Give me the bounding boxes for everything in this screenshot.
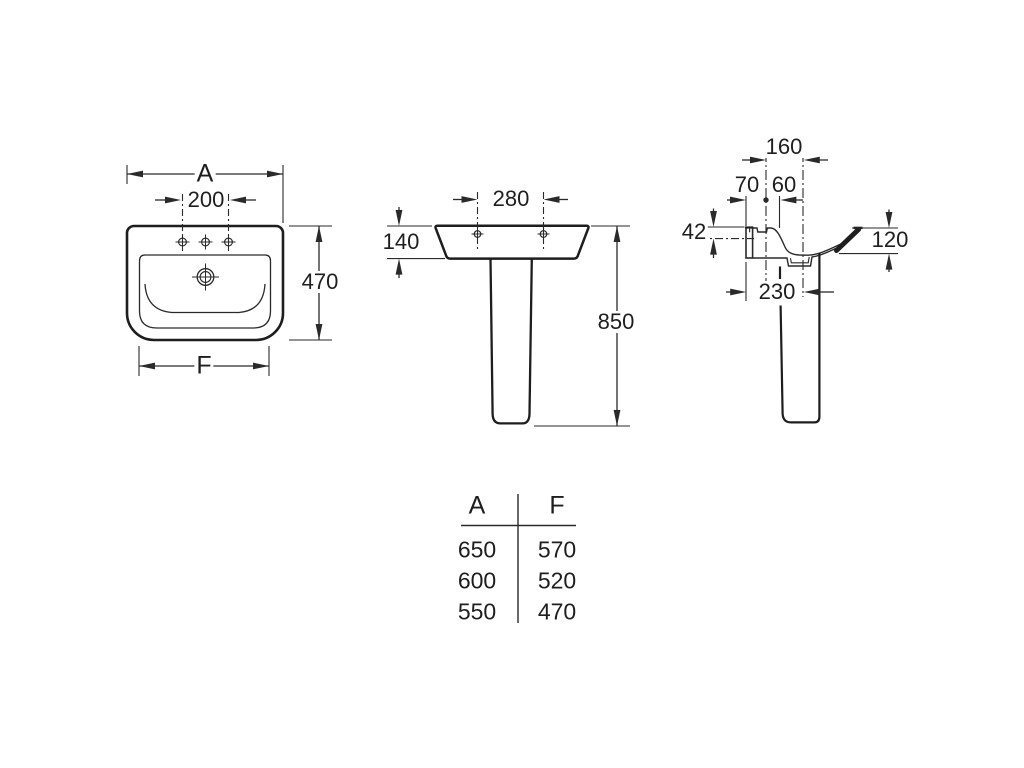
basin-rim-outline <box>138 254 272 329</box>
table-cell-f-0: 570 <box>537 536 577 563</box>
bowl-bottom-curve <box>144 283 266 314</box>
dim-label-230: 230 <box>756 279 798 304</box>
front-apron-edge <box>834 227 861 253</box>
basin-front-outline <box>434 224 590 260</box>
fixing-holes <box>471 192 550 251</box>
dim-fixing-spacing <box>453 196 568 203</box>
pedestal-front-outline <box>489 258 533 425</box>
dim-label-42: 42 <box>679 219 709 244</box>
dim-label-60: 60 <box>769 172 799 197</box>
table-cell-f-2: 470 <box>537 598 577 625</box>
front-view <box>387 192 630 427</box>
bowl-inner-surface <box>752 227 859 256</box>
dim-basin-height <box>387 207 445 278</box>
table-cell-f-1: 520 <box>537 567 577 594</box>
dim-230 <box>726 288 834 296</box>
dim-label-total-height: 850 <box>595 309 637 334</box>
size-table-rules <box>461 494 576 623</box>
dim-label-70: 70 <box>732 172 762 197</box>
side-view <box>683 152 898 424</box>
table-header-f: F <box>549 491 565 520</box>
dim-label-depth: 470 <box>299 269 341 294</box>
table-cell-a-0: 650 <box>457 536 497 563</box>
dim-160 <box>742 156 828 164</box>
tap-holes <box>175 234 236 250</box>
dim-depth <box>289 225 332 341</box>
dim-label-tap-spacing: 200 <box>185 187 227 212</box>
basin-side-section <box>745 226 863 267</box>
dim-label-160: 160 <box>763 134 805 159</box>
dim-label-120: 120 <box>869 227 911 252</box>
dim-70-60 <box>727 196 803 204</box>
pedestal-side-outline <box>778 253 821 424</box>
drain-outlet <box>789 256 810 264</box>
table-cell-a-2: 550 <box>457 598 497 625</box>
dim-120 <box>839 209 898 272</box>
dim-label-inner-width: F <box>194 351 214 380</box>
dim-label-basin-height: 140 <box>380 229 422 254</box>
dim-tap-spacing <box>155 194 256 251</box>
dim-label-overall-width: A <box>194 159 216 188</box>
basin-outer-outline <box>125 224 285 342</box>
dim-total-height <box>534 225 630 427</box>
table-header-a: A <box>468 491 486 520</box>
dim-dot <box>763 197 769 203</box>
drain-symbol <box>192 263 219 291</box>
table-cell-a-1: 600 <box>457 567 497 594</box>
dim-label-fixing-spacing: 280 <box>490 186 532 211</box>
